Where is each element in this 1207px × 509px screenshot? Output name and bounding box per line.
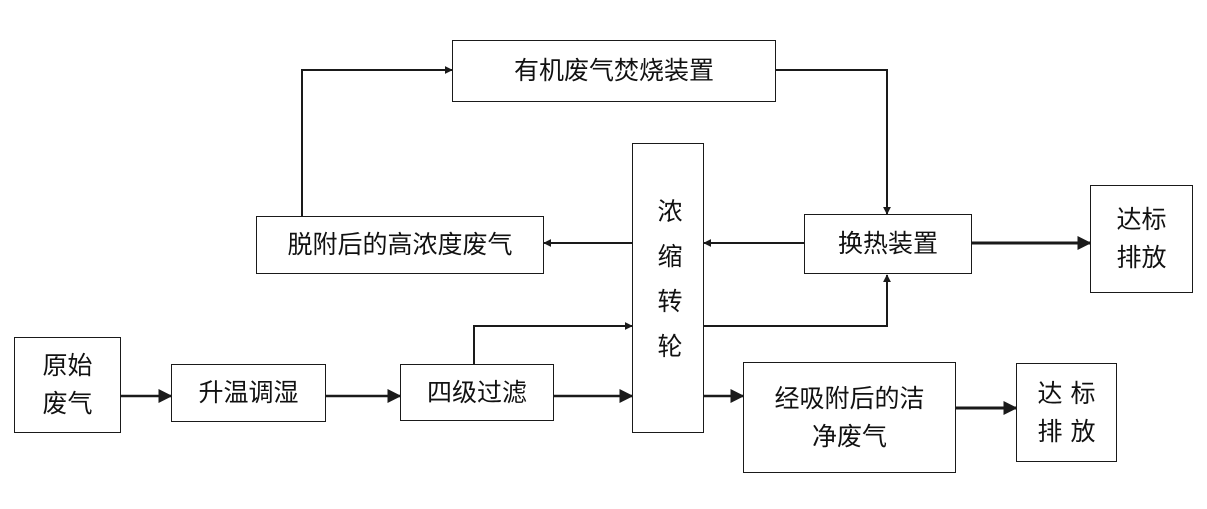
incinerator-label: 有机废气焚烧装置	[513, 56, 714, 85]
arrow-desorbed-to-incinerator	[301, 66, 453, 216]
discharge-bottom-box: 达 标 排 放	[1016, 363, 1117, 462]
concentrator-label: 浓缩转轮	[654, 198, 683, 378]
arrow-incinerator-to-heat-exchanger	[776, 69, 891, 215]
arrow-concentrator-to-heat-exchanger	[704, 274, 891, 327]
clean-gas-box: 经吸附后的洁 净废气	[743, 362, 956, 473]
heat-humidity-box: 升温调湿	[171, 364, 326, 422]
filter-label: 四级过滤	[426, 377, 527, 407]
clean-gas-label: 经吸附后的洁 净废气	[774, 383, 925, 451]
heat-exchanger-box: 换热装置	[804, 214, 972, 274]
heat-humidity-label: 升温调湿	[198, 378, 299, 407]
discharge-bottom-label: 达 标 排 放	[1037, 378, 1096, 446]
discharge-top-box: 达标 排放	[1090, 185, 1193, 293]
filter-box: 四级过滤	[400, 364, 554, 421]
arrow-filter-to-concentrator-upper	[473, 322, 633, 364]
concentrator-box: 浓缩转轮	[632, 143, 704, 433]
heat-exchanger-label: 换热装置	[837, 229, 938, 258]
desorbed-gas-box: 脱附后的高浓度废气	[256, 216, 544, 274]
raw-gas-box: 原始 废气	[14, 337, 121, 433]
incinerator-box: 有机废气焚烧装置	[452, 40, 776, 102]
discharge-top-label: 达标 排放	[1116, 205, 1167, 272]
desorbed-gas-label: 脱附后的高浓度废气	[287, 230, 513, 259]
raw-gas-label: 原始 废气	[42, 351, 93, 418]
